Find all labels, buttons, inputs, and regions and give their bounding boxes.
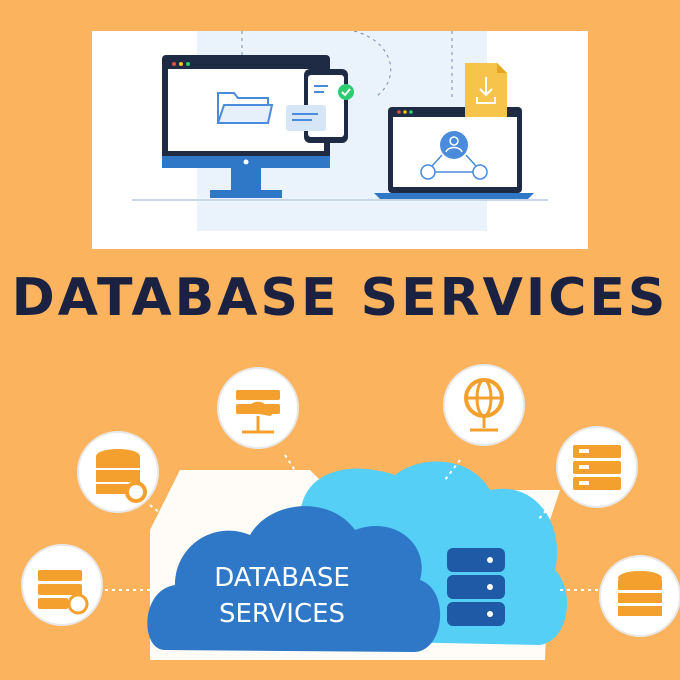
top-illustration-panel	[92, 31, 588, 249]
desktop-monitor-icon	[162, 55, 330, 198]
download-file-icon	[465, 63, 507, 117]
headline-title: DATABASE SERVICES	[11, 268, 669, 328]
globe-network-icon	[443, 364, 525, 446]
database-stack-icon	[447, 548, 505, 626]
laptop-icon	[374, 107, 534, 199]
server-sync-icon	[21, 544, 103, 626]
server-cloud-icon	[217, 367, 299, 449]
cloud-label-line2: SERVICES	[218, 599, 346, 629]
server-rack-icon	[556, 426, 638, 508]
smartphone-icon	[286, 69, 354, 143]
dark-cloud-shape	[147, 506, 441, 652]
cloud-label: DATABASE SERVICES	[196, 560, 368, 632]
devices-illustration	[132, 31, 548, 231]
database-settings-icon	[77, 431, 159, 513]
cloud-label-line1: DATABASE	[214, 563, 350, 593]
cloud-database-illustration	[21, 364, 680, 660]
database-icon	[599, 555, 680, 637]
